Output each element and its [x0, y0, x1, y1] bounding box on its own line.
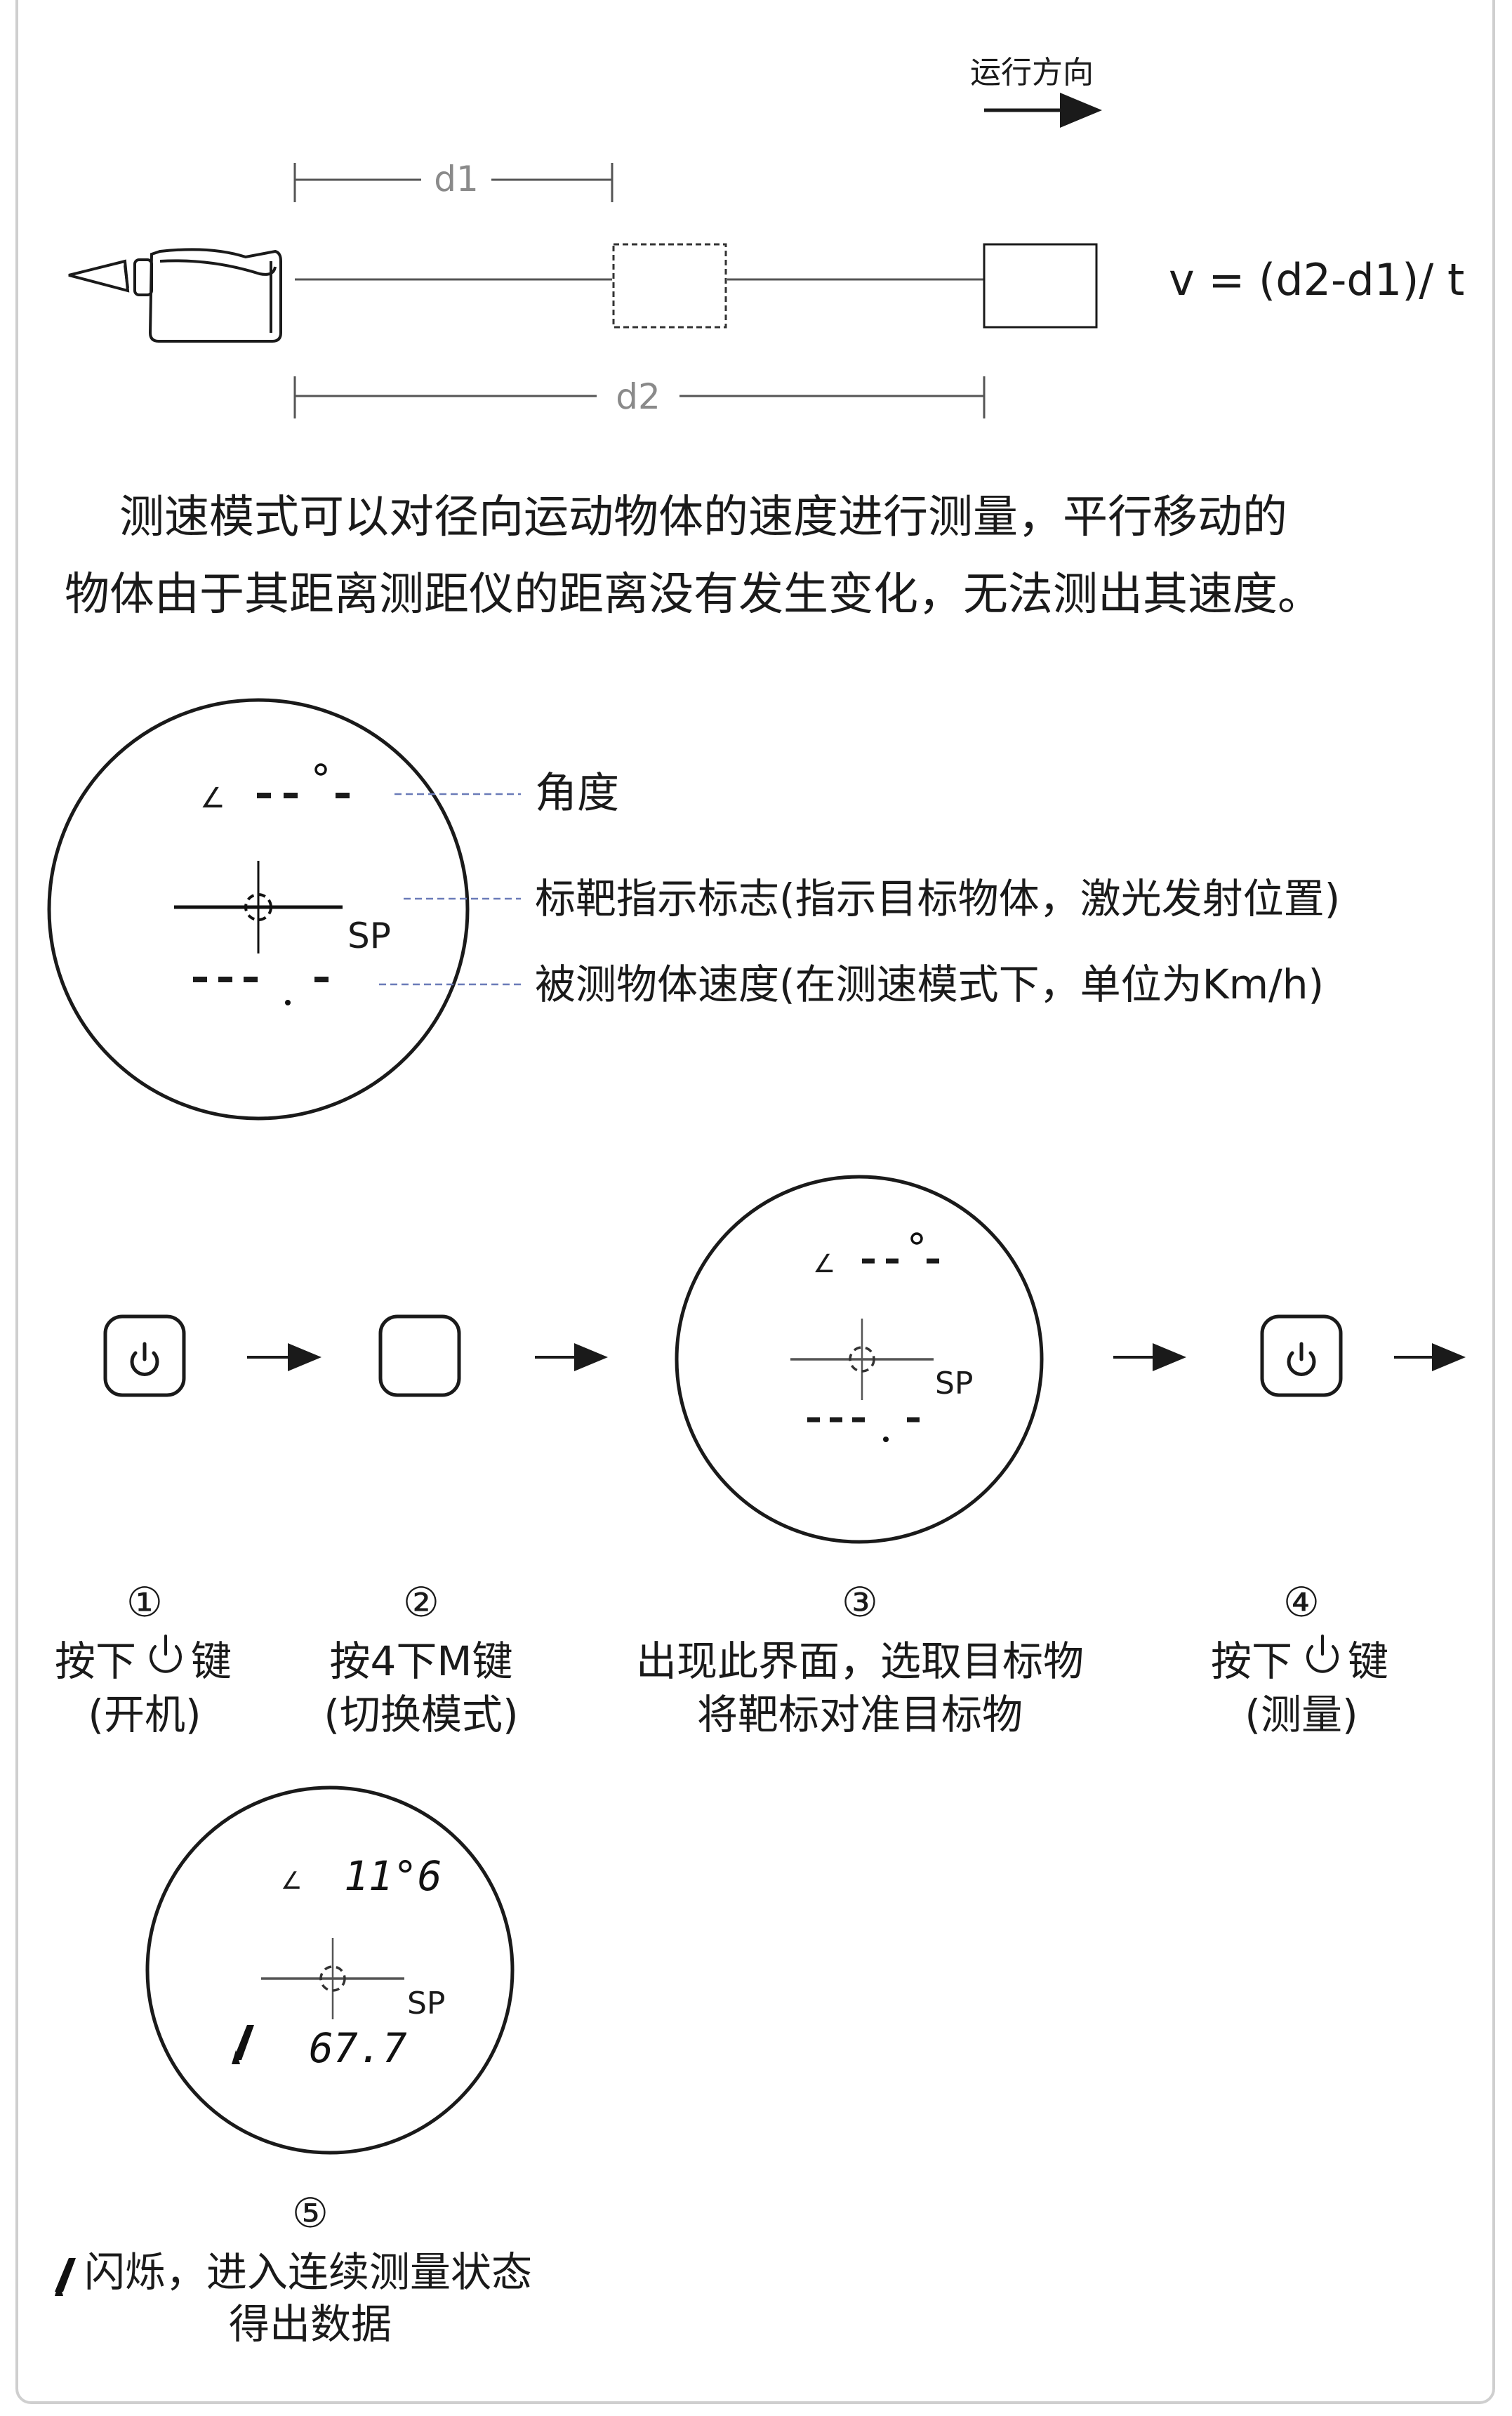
- display-circle-step3: ∠ SP: [675, 1175, 1044, 1544]
- step-text: 出现此界面，选取目标物: [636, 1637, 1084, 1685]
- power-button[interactable]: [103, 1314, 186, 1397]
- angle-symbol: ∠: [813, 1250, 835, 1279]
- m-button[interactable]: [378, 1314, 461, 1397]
- step-5-caption: ⑤ 闪烁，进入连续测量状态 得出数据: [55, 2189, 532, 2348]
- step-1-caption: ① 按下 键 (开机): [55, 1578, 232, 1738]
- d2-label: d2: [616, 376, 661, 417]
- callout-angle: 角度: [535, 769, 619, 818]
- step-text: 将靶标对准目标物: [697, 1691, 1023, 1738]
- step-text: 按下: [1211, 1637, 1292, 1685]
- step-text: 键: [191, 1637, 232, 1685]
- display-circle-result: ∠ 11°6 SP 67.7: [145, 1785, 515, 2155]
- speed-formula: v = (d2-d1)/ t: [1169, 254, 1464, 305]
- display-circle-large: [47, 698, 470, 1121]
- laser-flash-icon: [55, 2258, 76, 2296]
- step-number: ③: [842, 1578, 878, 1626]
- description-line-2: 物体由于其距离测距仪的距离没有发生变化，无法测出其速度。: [65, 569, 1322, 621]
- rangefinder-icon: [68, 248, 282, 343]
- step-number: ④: [1283, 1578, 1320, 1626]
- step-text: 得出数据: [229, 2300, 392, 2348]
- speed-principle-diagram: 运行方向 d1 v = (d2-d1)/ t d2: [68, 55, 1464, 418]
- angle-symbol: ∠: [200, 782, 225, 814]
- d1-label: d1: [434, 159, 479, 199]
- laser-flash-icon: [232, 2025, 254, 2064]
- mode-label-sp: SP: [407, 1986, 445, 2021]
- step-number: ⑤: [292, 2189, 329, 2237]
- display-explanation: ∠ SP 角度 标靶指示标志(指示目标物体，激光发射位置) 被测物体速度(在测速…: [47, 698, 1340, 1121]
- target-initial-position: [612, 243, 727, 329]
- steps-row: ∠ SP: [103, 1175, 1466, 1544]
- step-text: (测量): [1245, 1691, 1358, 1738]
- angle-value: 11°6: [344, 1852, 442, 1900]
- power-icon: [1289, 1344, 1314, 1374]
- step-text: 键: [1348, 1637, 1388, 1685]
- angle-symbol: ∠: [281, 1867, 302, 1895]
- target-crosshair: [174, 861, 343, 953]
- speed-placeholder: [193, 977, 329, 1005]
- description-line-1: 测速模式可以对径向运动物体的速度进行测量，平行移动的: [119, 491, 1287, 543]
- target-final-position: [983, 243, 1098, 329]
- angle-placeholder: [257, 763, 350, 798]
- step-number: ①: [126, 1578, 163, 1626]
- step-text: 按4下M键: [330, 1637, 513, 1685]
- speed-value: 67.7: [309, 2024, 407, 2072]
- content-frame: [15, 0, 1495, 2404]
- power-icon: [1306, 1635, 1339, 1673]
- step-text: (开机): [88, 1691, 201, 1738]
- callout-speed: 被测物体速度(在测速模式下，单位为Km/h): [535, 961, 1324, 1008]
- step-4-caption: ④ 按下 键 (测量): [1211, 1578, 1388, 1738]
- step-3-caption: ③ 出现此界面，选取目标物 将靶标对准目标物: [636, 1578, 1084, 1738]
- step-2-caption: ② 按4下M键 (切换模式): [324, 1578, 518, 1738]
- mode-label-sp: SP: [347, 916, 391, 956]
- power-icon: [150, 1635, 182, 1673]
- step-text: 闪烁，进入连续测量状态: [84, 2248, 532, 2296]
- step-text: (切换模式): [324, 1691, 518, 1738]
- power-button-measure[interactable]: [1260, 1314, 1343, 1397]
- power-icon: [132, 1344, 157, 1374]
- mode-label-sp: SP: [935, 1366, 973, 1401]
- step-number: ②: [403, 1578, 439, 1626]
- step-text: 按下: [55, 1637, 136, 1685]
- direction-label: 运行方向: [970, 55, 1094, 91]
- callout-target-indicator: 标靶指示标志(指示目标物体，激光发射位置): [535, 875, 1340, 923]
